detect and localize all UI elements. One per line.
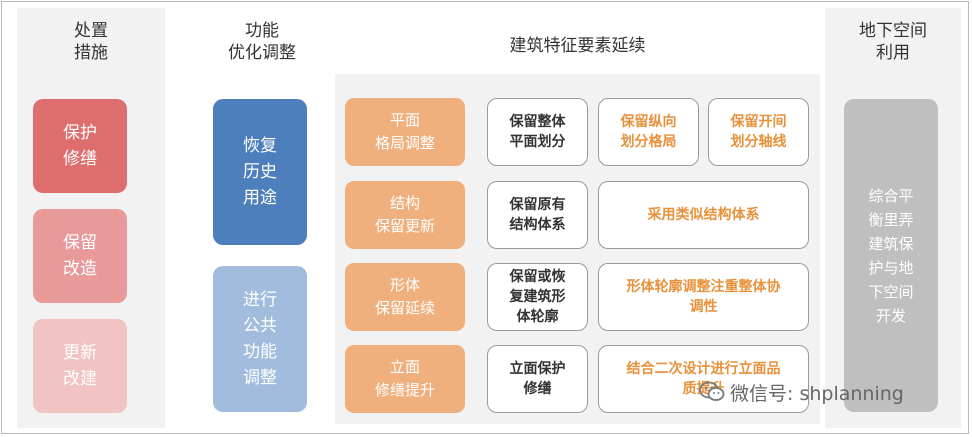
item-outline-harmony: 形体轮廓调整注重整体协 调性 [598, 263, 809, 331]
item-keep-form-outline: 保留或恢 复建筑形 体轮廓 [487, 263, 588, 331]
feature-facade: 立面 修缮提升 [345, 345, 465, 413]
item-keep-longitudinal-division: 保留纵向 划分格局 [598, 98, 699, 166]
item-facade-quality: 结合二次设计进行立面品 质提升 [598, 345, 809, 413]
wechat-icon [699, 381, 725, 401]
underground-balance: 综合平 衡里弄 建筑保 护与地 下空间 开发 [844, 99, 938, 412]
measure-update-rebuild: 更新 改建 [33, 319, 127, 413]
watermark: 微信号: shplanning [698, 374, 904, 410]
watermark-text: 微信号: shplanning [730, 382, 904, 405]
underground-title: 地下空间 利用 [859, 21, 927, 63]
item-keep-bay-axes: 保留开间 划分轴线 [708, 98, 809, 166]
item-facade-protection: 立面保护 修缮 [487, 345, 588, 413]
function-restore-historic-use: 恢复 历史 用途 [213, 99, 307, 245]
measure-retain-renovate: 保留 改造 [33, 209, 127, 303]
item-keep-overall-plan: 保留整体 平面划分 [487, 98, 588, 166]
measures-title: 处置 措施 [74, 21, 108, 63]
item-similar-structure: 采用类似结构体系 [598, 181, 809, 249]
function-title: 功能 优化调整 [228, 21, 296, 63]
function-public-adjustment: 进行 公共 功能 调整 [213, 266, 307, 412]
measure-protect-repair: 保护 修缮 [33, 99, 127, 193]
features-title: 建筑特征要素延续 [509, 36, 646, 56]
feature-form: 形体 保留延续 [345, 263, 465, 331]
feature-plan-layout: 平面 格局调整 [345, 98, 465, 166]
feature-structure: 结构 保留更新 [345, 181, 465, 249]
item-keep-structure: 保留原有 结构体系 [487, 181, 588, 249]
